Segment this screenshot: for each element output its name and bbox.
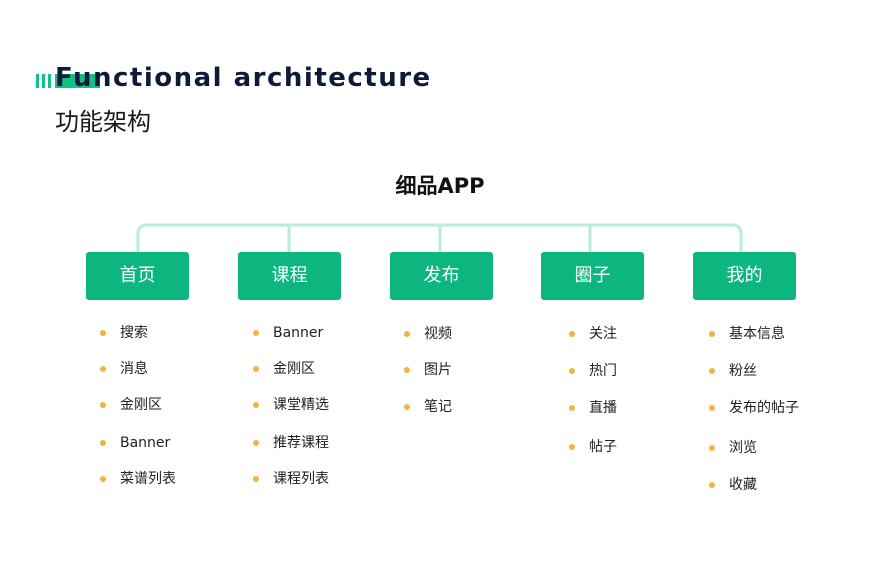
bullet-icon: [253, 440, 259, 446]
page-title-en: Functional architecture: [55, 63, 432, 93]
bullet-icon: [569, 368, 575, 374]
bullet-icon: [100, 330, 106, 336]
list-item: 热门: [589, 363, 617, 379]
bullet-icon: [100, 440, 106, 446]
bullet-icon: [100, 476, 106, 482]
list-item: 金刚区: [273, 361, 315, 377]
bullet-icon: [100, 402, 106, 408]
header-decoration: [36, 74, 100, 88]
bullet-icon: [569, 331, 575, 337]
list-item: 发布的帖子: [729, 400, 799, 416]
list-item: 消息: [120, 361, 148, 377]
bullet-icon: [253, 330, 259, 336]
list-item: Banner: [273, 325, 324, 341]
page-title-cn: 功能架构: [55, 108, 151, 136]
list-item: 菜谱列表: [120, 471, 176, 487]
list-item: 图片: [424, 362, 452, 378]
bullet-icon: [709, 331, 715, 337]
module-home: 首页: [86, 252, 189, 300]
list-item: 课程列表: [273, 471, 329, 487]
bullet-icon: [709, 445, 715, 451]
list-item: 直播: [589, 400, 617, 416]
list-item: 粉丝: [729, 363, 757, 379]
list-item: 推荐课程: [273, 435, 329, 451]
list-item: 课堂精选: [273, 397, 329, 413]
list-item: 关注: [589, 326, 617, 342]
module-course: 课程: [238, 252, 341, 300]
bullet-icon: [253, 476, 259, 482]
bullet-icon: [253, 366, 259, 372]
module-mine: 我的: [693, 252, 796, 300]
bullet-icon: [404, 404, 410, 410]
list-item: 金刚区: [120, 397, 162, 413]
list-item: 搜索: [120, 325, 148, 341]
list-item: 帖子: [589, 439, 617, 455]
list-item: 收藏: [729, 477, 757, 493]
bullet-icon: [404, 367, 410, 373]
bullet-icon: [253, 402, 259, 408]
bullet-icon: [569, 405, 575, 411]
root-node: 细品APP: [395, 174, 485, 198]
list-item: 浏览: [729, 440, 757, 456]
bullet-icon: [709, 368, 715, 374]
list-item: 基本信息: [729, 326, 785, 342]
bullet-icon: [404, 331, 410, 337]
bullet-icon: [100, 366, 106, 372]
module-publish: 发布: [390, 252, 493, 300]
bullet-icon: [709, 405, 715, 411]
list-item: Banner: [120, 435, 171, 451]
bullet-icon: [569, 444, 575, 450]
list-item: 视频: [424, 326, 452, 342]
module-circle: 圈子: [541, 252, 644, 300]
bullet-icon: [709, 482, 715, 488]
list-item: 笔记: [424, 399, 452, 415]
